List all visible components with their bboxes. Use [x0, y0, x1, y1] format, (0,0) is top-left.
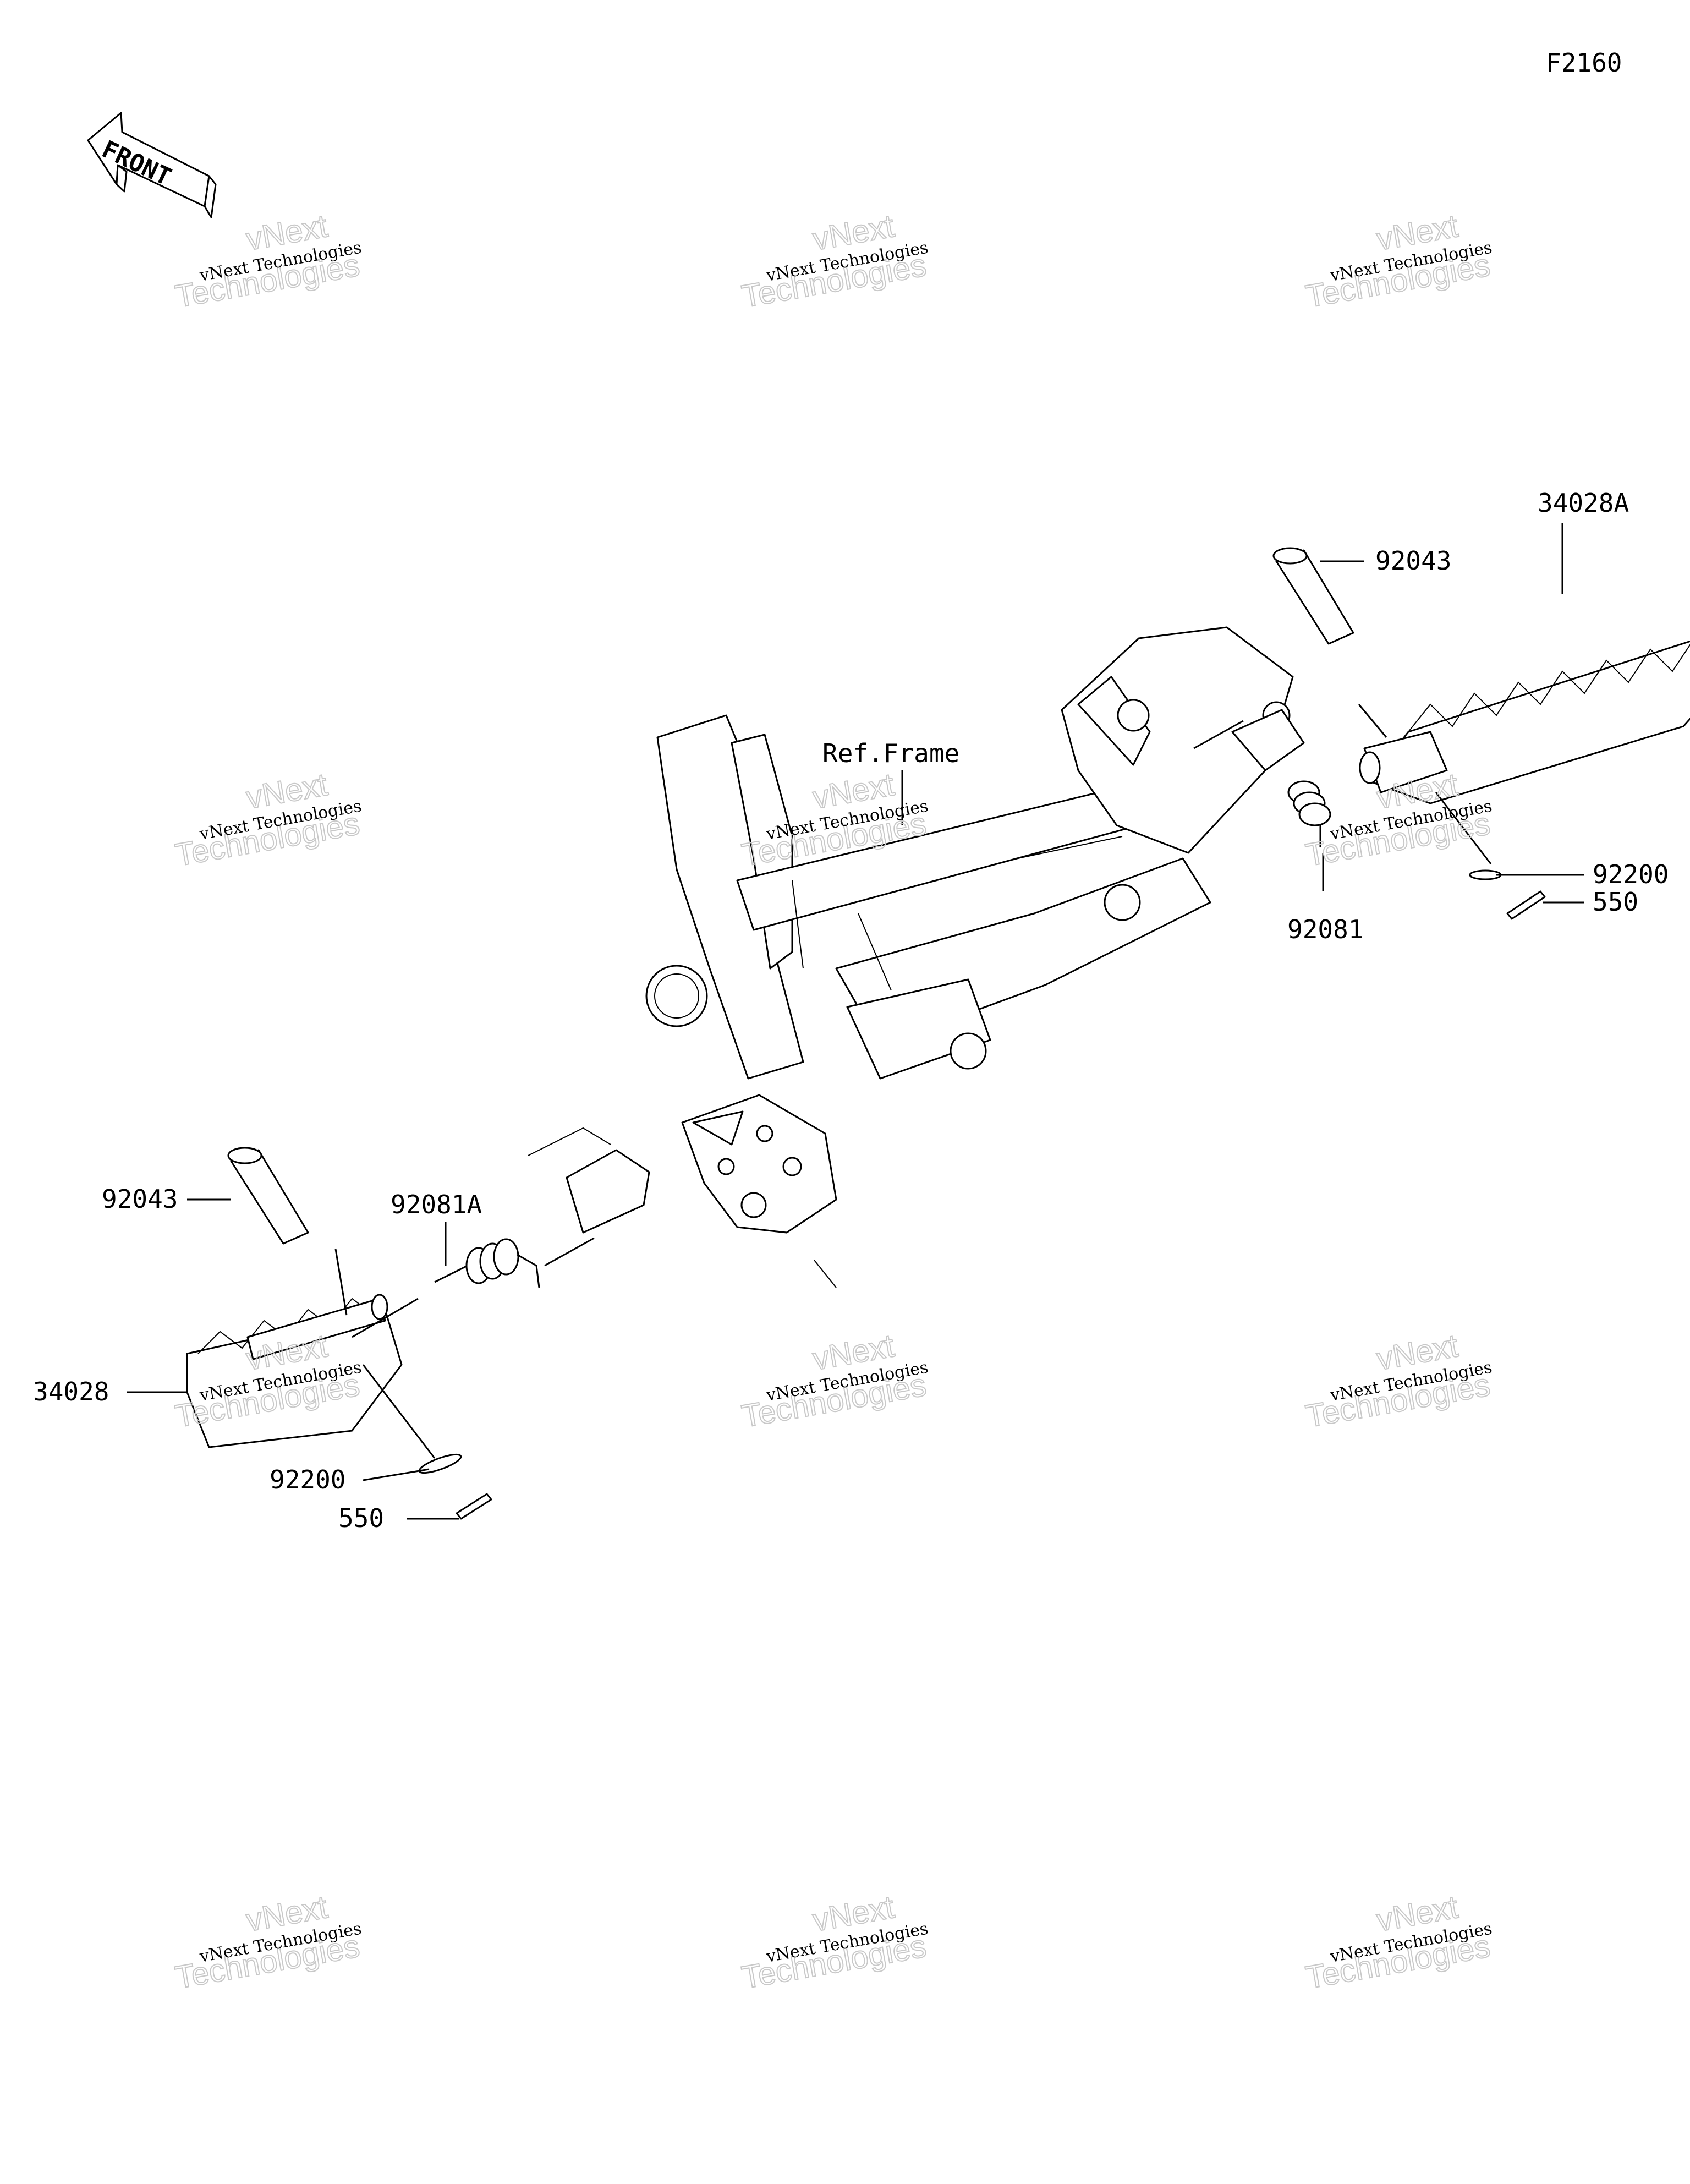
- pin-left: [227, 1147, 309, 1245]
- watermarks: vNext Technologies vNext Technologies vN…: [172, 207, 1494, 1996]
- watermark: vNext Technologies vNext Technologies: [1303, 207, 1494, 315]
- watermark: vNext Technologies vNext Technologies: [172, 766, 363, 874]
- footpeg-right: [1359, 640, 1690, 804]
- washer-left: [418, 1453, 462, 1474]
- washer-right: [1469, 869, 1502, 880]
- watermark: vNext Technologies vNext Technologies: [1303, 1327, 1494, 1435]
- part-label-92081: 92081: [1287, 915, 1363, 944]
- watermark: vNext Technologies vNext Technologies: [739, 1327, 930, 1435]
- part-label-92200-right: 92200: [1593, 860, 1669, 889]
- leader-lines: [127, 523, 1584, 1520]
- part-label-34028A: 34028A: [1538, 488, 1629, 518]
- pin-right: [1272, 547, 1354, 645]
- spring-left: [434, 1238, 540, 1288]
- watermark: vNext Technologies vNext Technologies: [172, 207, 363, 315]
- part-label-550-left: 550: [338, 1503, 384, 1533]
- diagram-code: F2160: [1546, 48, 1622, 78]
- footpeg-left: [186, 1294, 403, 1448]
- part-label-92043-right: 92043: [1375, 546, 1451, 576]
- part-label-92200-left: 92200: [270, 1465, 345, 1495]
- spring-right: [1287, 780, 1331, 847]
- cotter-pin-left: [456, 1493, 492, 1520]
- frame-drawing: [528, 626, 1305, 1288]
- front-arrow-icon: FRONT: [87, 112, 217, 218]
- watermark: vNext Technologies vNext Technologies: [739, 1889, 930, 1996]
- part-label-550-right: 550: [1593, 887, 1638, 917]
- part-label-92043-left: 92043: [102, 1184, 178, 1214]
- watermark: vNext Technologies vNext Technologies: [172, 1889, 363, 1996]
- part-label-34028: 34028: [33, 1377, 109, 1406]
- part-label-92081A: 92081A: [391, 1190, 482, 1219]
- watermark: vNext Technologies vNext Technologies: [1303, 1889, 1494, 1996]
- ref-frame-label: Ref.Frame: [822, 738, 959, 768]
- cotter-pin-right: [1506, 890, 1546, 920]
- watermark: vNext Technologies vNext Technologies: [739, 207, 930, 315]
